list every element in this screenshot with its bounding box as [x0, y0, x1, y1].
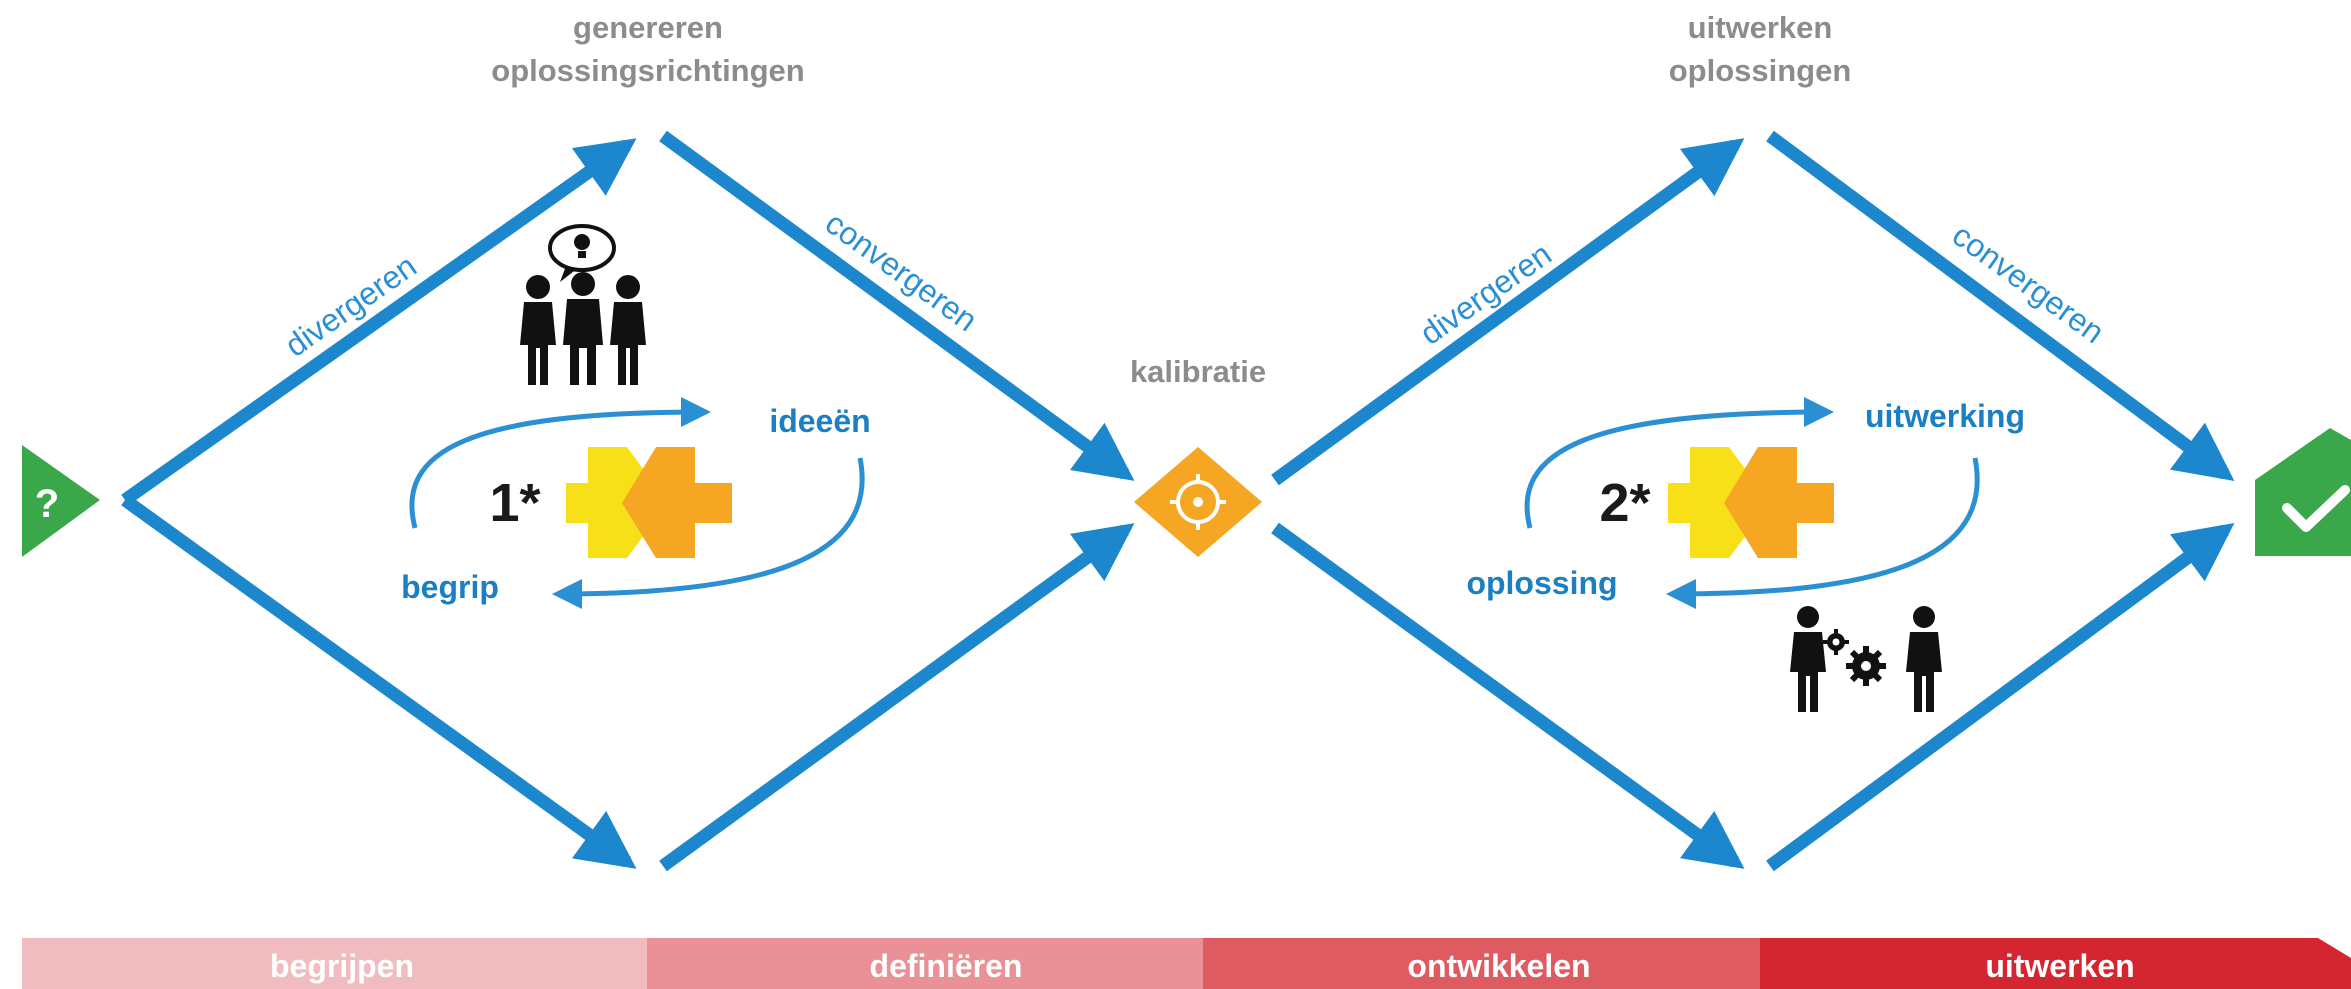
people-idea-icon [520, 224, 646, 385]
yellow-orange-arrows-icon-1 [566, 447, 732, 558]
phase-ontwikkelen [1203, 938, 1760, 989]
phase-label-definieren: definiëren [870, 948, 1023, 984]
loop-2-number: 2* [1599, 473, 1650, 533]
phase-label-begrijpen: begrijpen [270, 948, 414, 984]
loop-1-number: 1* [489, 473, 540, 533]
loop-1-label-ideeen: ideeën [769, 403, 870, 439]
iteration-loop-1: ideeën begrip 1* [401, 397, 871, 609]
heading-uitwerken: uitwerken [1688, 10, 1833, 45]
phase-label-uitwerken: uitwerken [1985, 948, 2134, 984]
diamond-2 [1271, 130, 2235, 872]
loop-1-label-begrip: begrip [401, 569, 499, 605]
converge-arrow-2-bottom [1766, 523, 2235, 872]
diverge-arrow-2-bottom [1271, 522, 1745, 869]
end-check-marker [2255, 428, 2351, 556]
heading-genereren: genereren [573, 10, 723, 45]
loop-1-top-arrow [409, 397, 711, 529]
iteration-loop-2: uitwerking oplossing 2* [1466, 397, 2025, 609]
loop-2-top-arrow [1524, 397, 1834, 529]
heading-oplossingsrichtingen: oplossingsrichtingen [491, 53, 804, 88]
converge-arrow-1-bottom [659, 523, 1135, 872]
phase-begrijpen [22, 938, 647, 989]
loop-2-label-oplossing: oplossing [1466, 565, 1617, 601]
people-gears-icon [1790, 606, 1942, 712]
heading-kalibratie: kalibratie [1130, 354, 1266, 389]
yellow-orange-arrows-icon-2 [1668, 447, 1834, 558]
loop-1-bottom-arrow [552, 457, 865, 609]
svg-text:?: ? [35, 482, 59, 526]
phase-bar: begrijpen definiëren ontwikkelen uitwerk… [22, 938, 2351, 989]
diverge-arrow-1-bottom [121, 494, 637, 869]
phase-label-ontwikkelen: ontwikkelen [1407, 948, 1590, 984]
heading-oplossingen: oplossingen [1669, 53, 1852, 88]
diverge-arrow-1-top [121, 138, 637, 506]
phase-definieren [647, 938, 1203, 989]
converge-arrow-2-top [1766, 130, 2235, 481]
check-icon [2282, 485, 2350, 532]
kalibratie-target-icon [1134, 447, 1262, 557]
phase-uitwerken [1760, 938, 2351, 989]
diverge-arrow-2-top [1271, 138, 1745, 486]
loop-2-bottom-arrow [1666, 457, 1980, 609]
loop-2-label-uitwerking: uitwerking [1865, 398, 2025, 434]
start-question-marker: ? [22, 445, 100, 557]
diamond-1 [121, 130, 1135, 872]
converge-arrow-1-top [659, 130, 1135, 481]
